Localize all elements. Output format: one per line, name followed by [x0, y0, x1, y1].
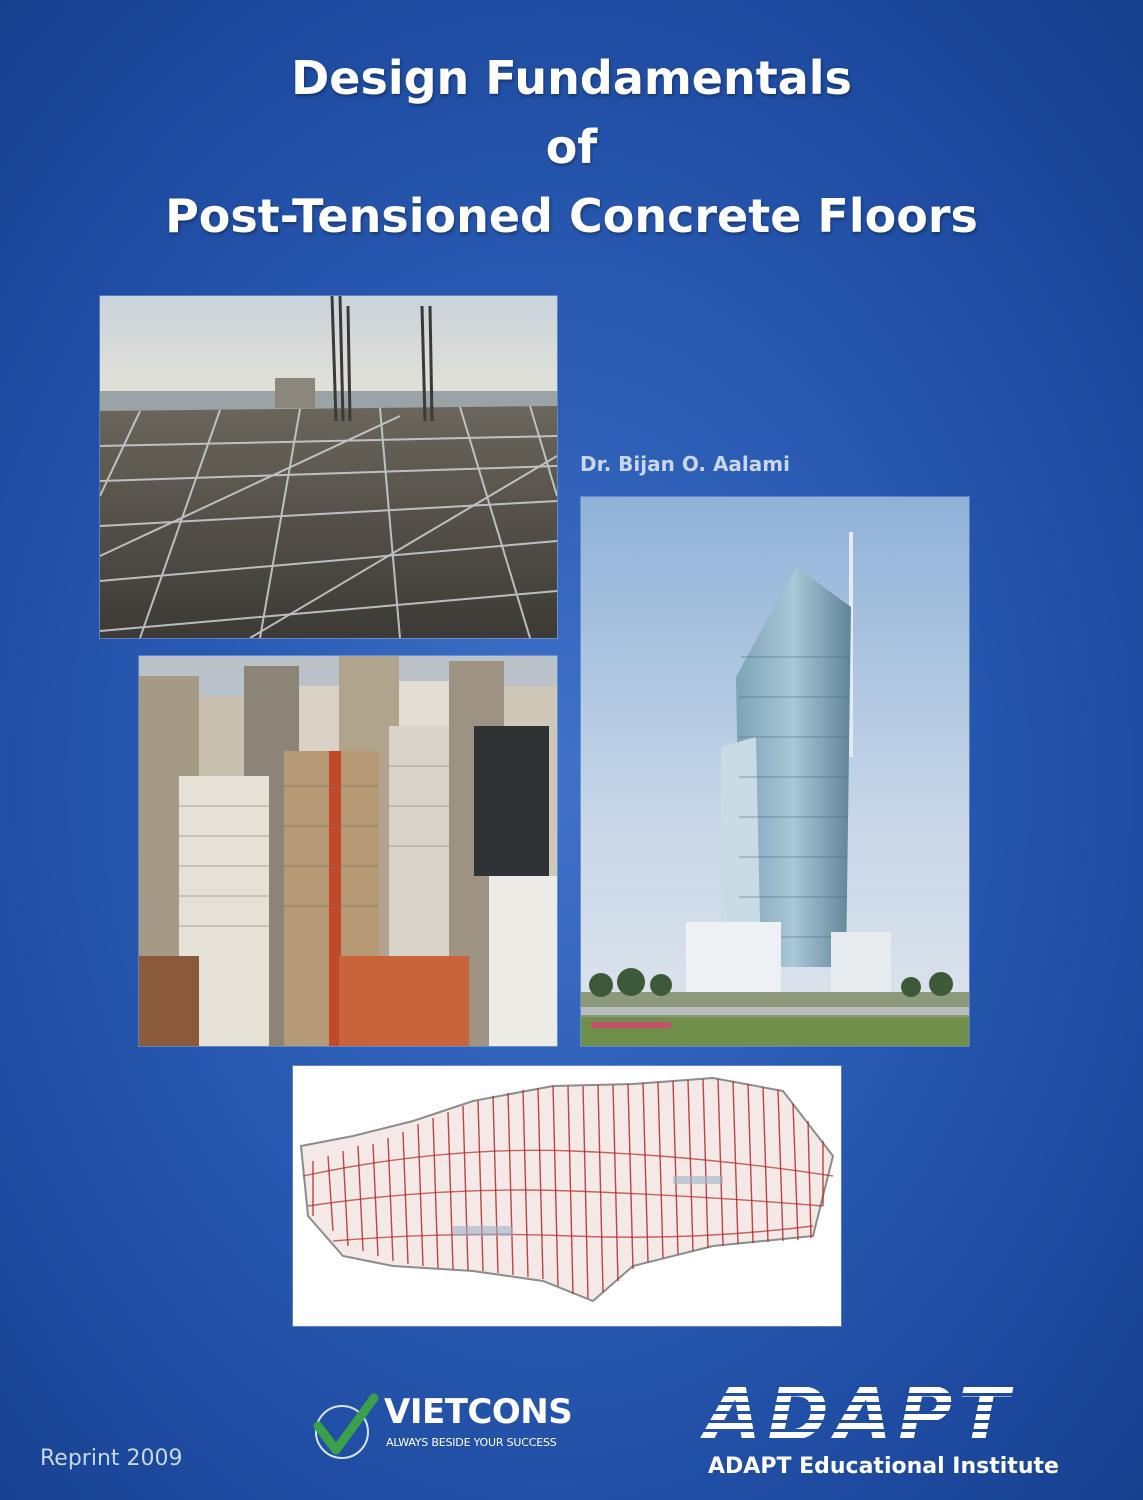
sponsor-name: VIETCONS — [384, 1392, 573, 1432]
checkmark-logo-icon — [313, 1393, 379, 1459]
tendon-layout-drawing — [293, 1066, 841, 1326]
title-line-2: of — [545, 120, 598, 174]
city-skyline-photo — [139, 656, 557, 1046]
sponsor-tagline: ALWAYS BESIDE YOUR SUCCESS — [386, 1436, 557, 1449]
title-line-3: Post-Tensioned Concrete Floors — [165, 189, 978, 243]
vietcons-logo: VIETCONS ALWAYS BESIDE YOUR SUCCESS — [310, 1392, 590, 1462]
title-line-1: Design Fundamentals — [291, 51, 852, 105]
reprint-year: Reprint 2009 — [40, 1446, 183, 1471]
tower-rendering-photo — [581, 497, 969, 1046]
slab-tendons-photo — [100, 296, 557, 638]
cover-title: Design Fundamentals of Post-Tensioned Co… — [0, 44, 1143, 251]
adapt-wordmark: ADAPT — [699, 1372, 1015, 1458]
adapt-logo-text: ADAPT — [700, 1378, 1015, 1448]
author-name: Dr. Bijan O. Aalami — [580, 452, 790, 476]
adapt-logo: ADAPT ADAPT Educational Institute — [699, 1372, 1080, 1488]
publisher-name: ADAPT Educational Institute — [708, 1454, 1059, 1479]
